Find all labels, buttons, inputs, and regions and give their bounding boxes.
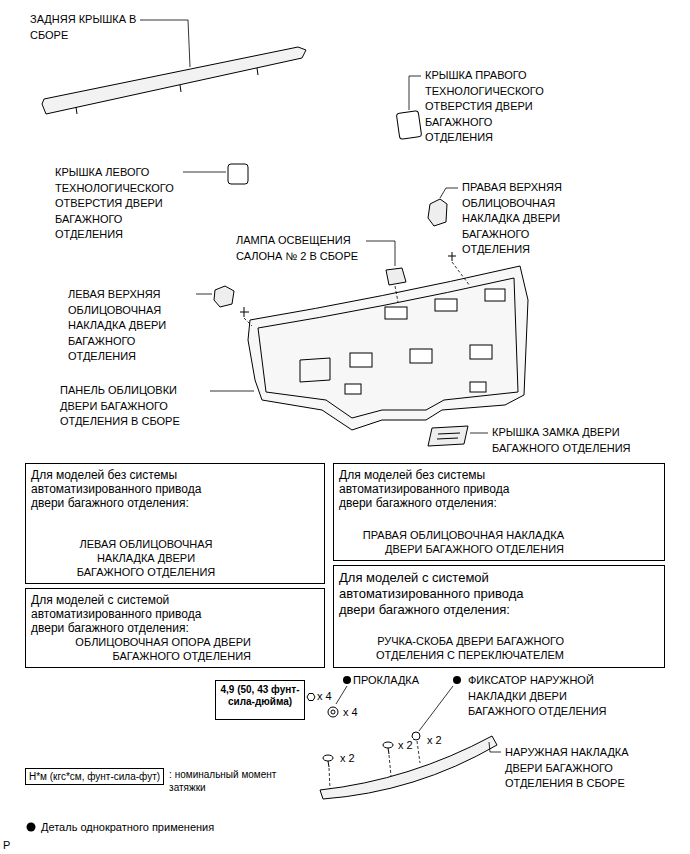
part-label: НАРУЖНАЯ НАКЛАДКА ДВЕРИ БАГАЖНОГО ОТДЕЛЕ… [505,745,655,792]
quantity-label: x 2 [427,733,442,749]
part-label: КРЫШКА ПРАВОГО ТЕХНОЛОГИЧЕСКОГО ОТВЕРСТИ… [425,68,553,146]
assembly-line [395,286,398,302]
torque-legend: Н*м (кгс*см, фунт-сила-фут) : номинальный… [25,766,305,794]
assembly-line [452,262,470,286]
unit-label: Н*м (кгс*см, фунт-сила-фут) [25,768,164,785]
leader-line [409,76,421,110]
clip-right [448,252,456,261]
note-box: Для моделей без системы автоматизированн… [333,463,665,561]
upper-trim-left [214,286,234,307]
panel-recess [345,384,361,394]
panel-window [385,307,407,319]
rear-cover [42,47,306,114]
outside-molding [320,736,497,799]
torque-box: 4,9 (50, 43 фунт-сила-дюйма) [215,680,305,720]
leader-line [489,742,501,752]
gasket [328,707,338,717]
legend-row: Деталь однократного применения [25,820,214,834]
panel-window [435,299,457,311]
note-box: Для моделей с системой автоматизированно… [333,565,665,668]
part-name: ПРАВАЯ ОБЛИЦОВОЧНАЯ НАКЛАДКА ДВЕРИ БАГАЖ… [339,528,564,556]
quantity-label: x 4 [317,689,332,705]
screw-shank [328,761,329,767]
panel-recess [410,349,432,363]
assembly-line [417,741,420,763]
condition-text: Для моделей без системы автоматизированн… [339,468,534,510]
condition-text: Для моделей с системой автоматизированно… [339,570,539,618]
screw [323,755,333,761]
part-label: ФИКСАТОР НАРУЖНОЙ НАКЛАДКИ ДВЕРИ БАГАЖНО… [468,673,633,720]
quantity-label: x 4 [343,705,358,721]
part-name: ЛЕВАЯ ОБЛИЦОВОЧНАЯ НАКЛАДКА ДВЕРИ БАГАЖН… [66,537,226,579]
door-trim-panel [248,266,528,430]
legend-symbol [25,821,37,833]
gasket-hole [331,710,335,714]
part-label: ЗАДНЯЯ КРЫШКА В СБОРЕ [30,12,140,43]
part-label: ПРАВАЯ ВЕРХНЯЯ ОБЛИЦОВОЧНАЯ НАКЛАДКА ДВЕ… [462,180,590,258]
interior-lamp [386,268,406,285]
condition-text: Для моделей с системой автоматизированно… [31,593,226,635]
molding-clip [412,732,420,740]
note-box: Для моделей без системы автоматизированн… [25,463,325,584]
part-name: РУЧКА-СКОБА ДВЕРИ БАГАЖНОГО ОТДЕЛЕНИЯ С … [344,634,564,662]
part-label: ЛАМПА ОСВЕЩЕНИЯ САЛОНА № 2 В СБОРЕ [236,233,366,264]
leader-line [419,686,453,731]
rear-cover-tabs [76,68,258,114]
part-label: ЛЕВАЯ ВЕРХНЯЯ ОБЛИЦОВОЧНАЯ НАКЛАДКА ДВЕР… [68,287,196,365]
part-name: ОБЛИЦОВОЧНАЯ ОПОРА ДВЕРИ БАГАЖНОГО ОТДЕЛ… [31,635,251,663]
screw [383,742,393,748]
unit-note: : номинальный момент затяжки [169,768,279,794]
nut [307,694,315,701]
upper-trim-right [428,199,447,226]
part-label: ПАНЕЛЬ ОБЛИЦОВКИ ДВЕРИ БАГАЖНОГО ОТДЕЛЕН… [60,383,210,430]
hole-cover-right [396,111,421,140]
door-trim-panel-inner [258,278,518,418]
panel-recess [300,358,330,382]
one-time-use-mark [343,676,351,684]
screw-shank [388,748,389,754]
assembly-line [329,768,330,789]
hole-cover-left [228,164,248,184]
quantity-label: x 2 [340,751,355,767]
page-mark: P [3,838,10,854]
part-label: ПРОКЛАДКА [353,673,443,689]
lock-cover-ribs [437,433,460,439]
legend-text: Деталь однократного применения [41,820,214,834]
one-time-use-mark [27,823,36,832]
assembly-line [244,318,252,326]
panel-recess [350,353,372,367]
clip-left [240,307,249,317]
panel-recess [470,345,492,359]
torque-value: 4,9 (50, 43 фунт-сила-дюйма) [219,684,301,708]
part-label: КРЫШКА ЗАМКА ДВЕРИ БАГАЖНОГО ОТДЕЛЕНИЯ [492,425,677,456]
one-time-use-mark [453,676,461,684]
note-box: Для моделей с системой автоматизированно… [25,588,325,668]
condition-text: Для моделей без системы автоматизированн… [31,468,226,510]
quantity-label: x 2 [398,738,413,754]
part-label: КРЫШКА ЛЕВОГО ТЕХНОЛОГИЧЕСКОГО ОТВЕРСТИЯ… [55,165,183,243]
panel-window [485,289,505,301]
leader-line [470,433,488,434]
leader-line [336,686,347,704]
panel-recess [470,382,486,392]
leader-line [440,188,458,198]
assembly-line [389,755,391,776]
lock-cover [428,426,468,446]
